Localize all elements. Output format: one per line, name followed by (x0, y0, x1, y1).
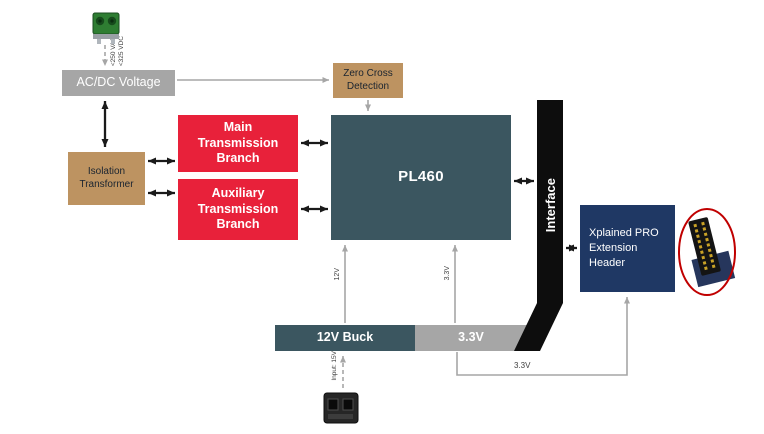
12v-rail-label: 12V (334, 268, 341, 281)
input-15v-label: Input: 15V (331, 351, 338, 381)
interface-label: Interface (542, 178, 558, 233)
block-acdc-voltage: AC/DC Voltage (62, 70, 175, 96)
33v-rail-label: 3.3V (444, 266, 451, 281)
red-highlight-ellipse (678, 208, 736, 296)
block-main-transmission-branch: Main Transmission Branch (178, 115, 298, 172)
block-xplained-pro-extension-header: Xplained PRO Extension Header (580, 205, 675, 292)
extension-header-photo (678, 208, 736, 296)
block-isolation-transformer: Isolation Transformer (68, 152, 145, 205)
dc-terminal-connector-icon (323, 392, 359, 424)
33v-route-label: 3.3V (514, 361, 531, 370)
block-33v-rail: 3.3V (415, 325, 527, 351)
block-pl460: PL460 (331, 115, 511, 240)
block-zero-cross-detection: Zero Cross Detection (333, 63, 403, 98)
block-12v-buck: 12V Buck (275, 325, 415, 351)
ac-terminal-connector-icon (92, 12, 120, 44)
block-auxiliary-transmission-branch: Auxiliary Transmission Branch (178, 179, 298, 240)
block-interface: Interface (537, 108, 563, 303)
